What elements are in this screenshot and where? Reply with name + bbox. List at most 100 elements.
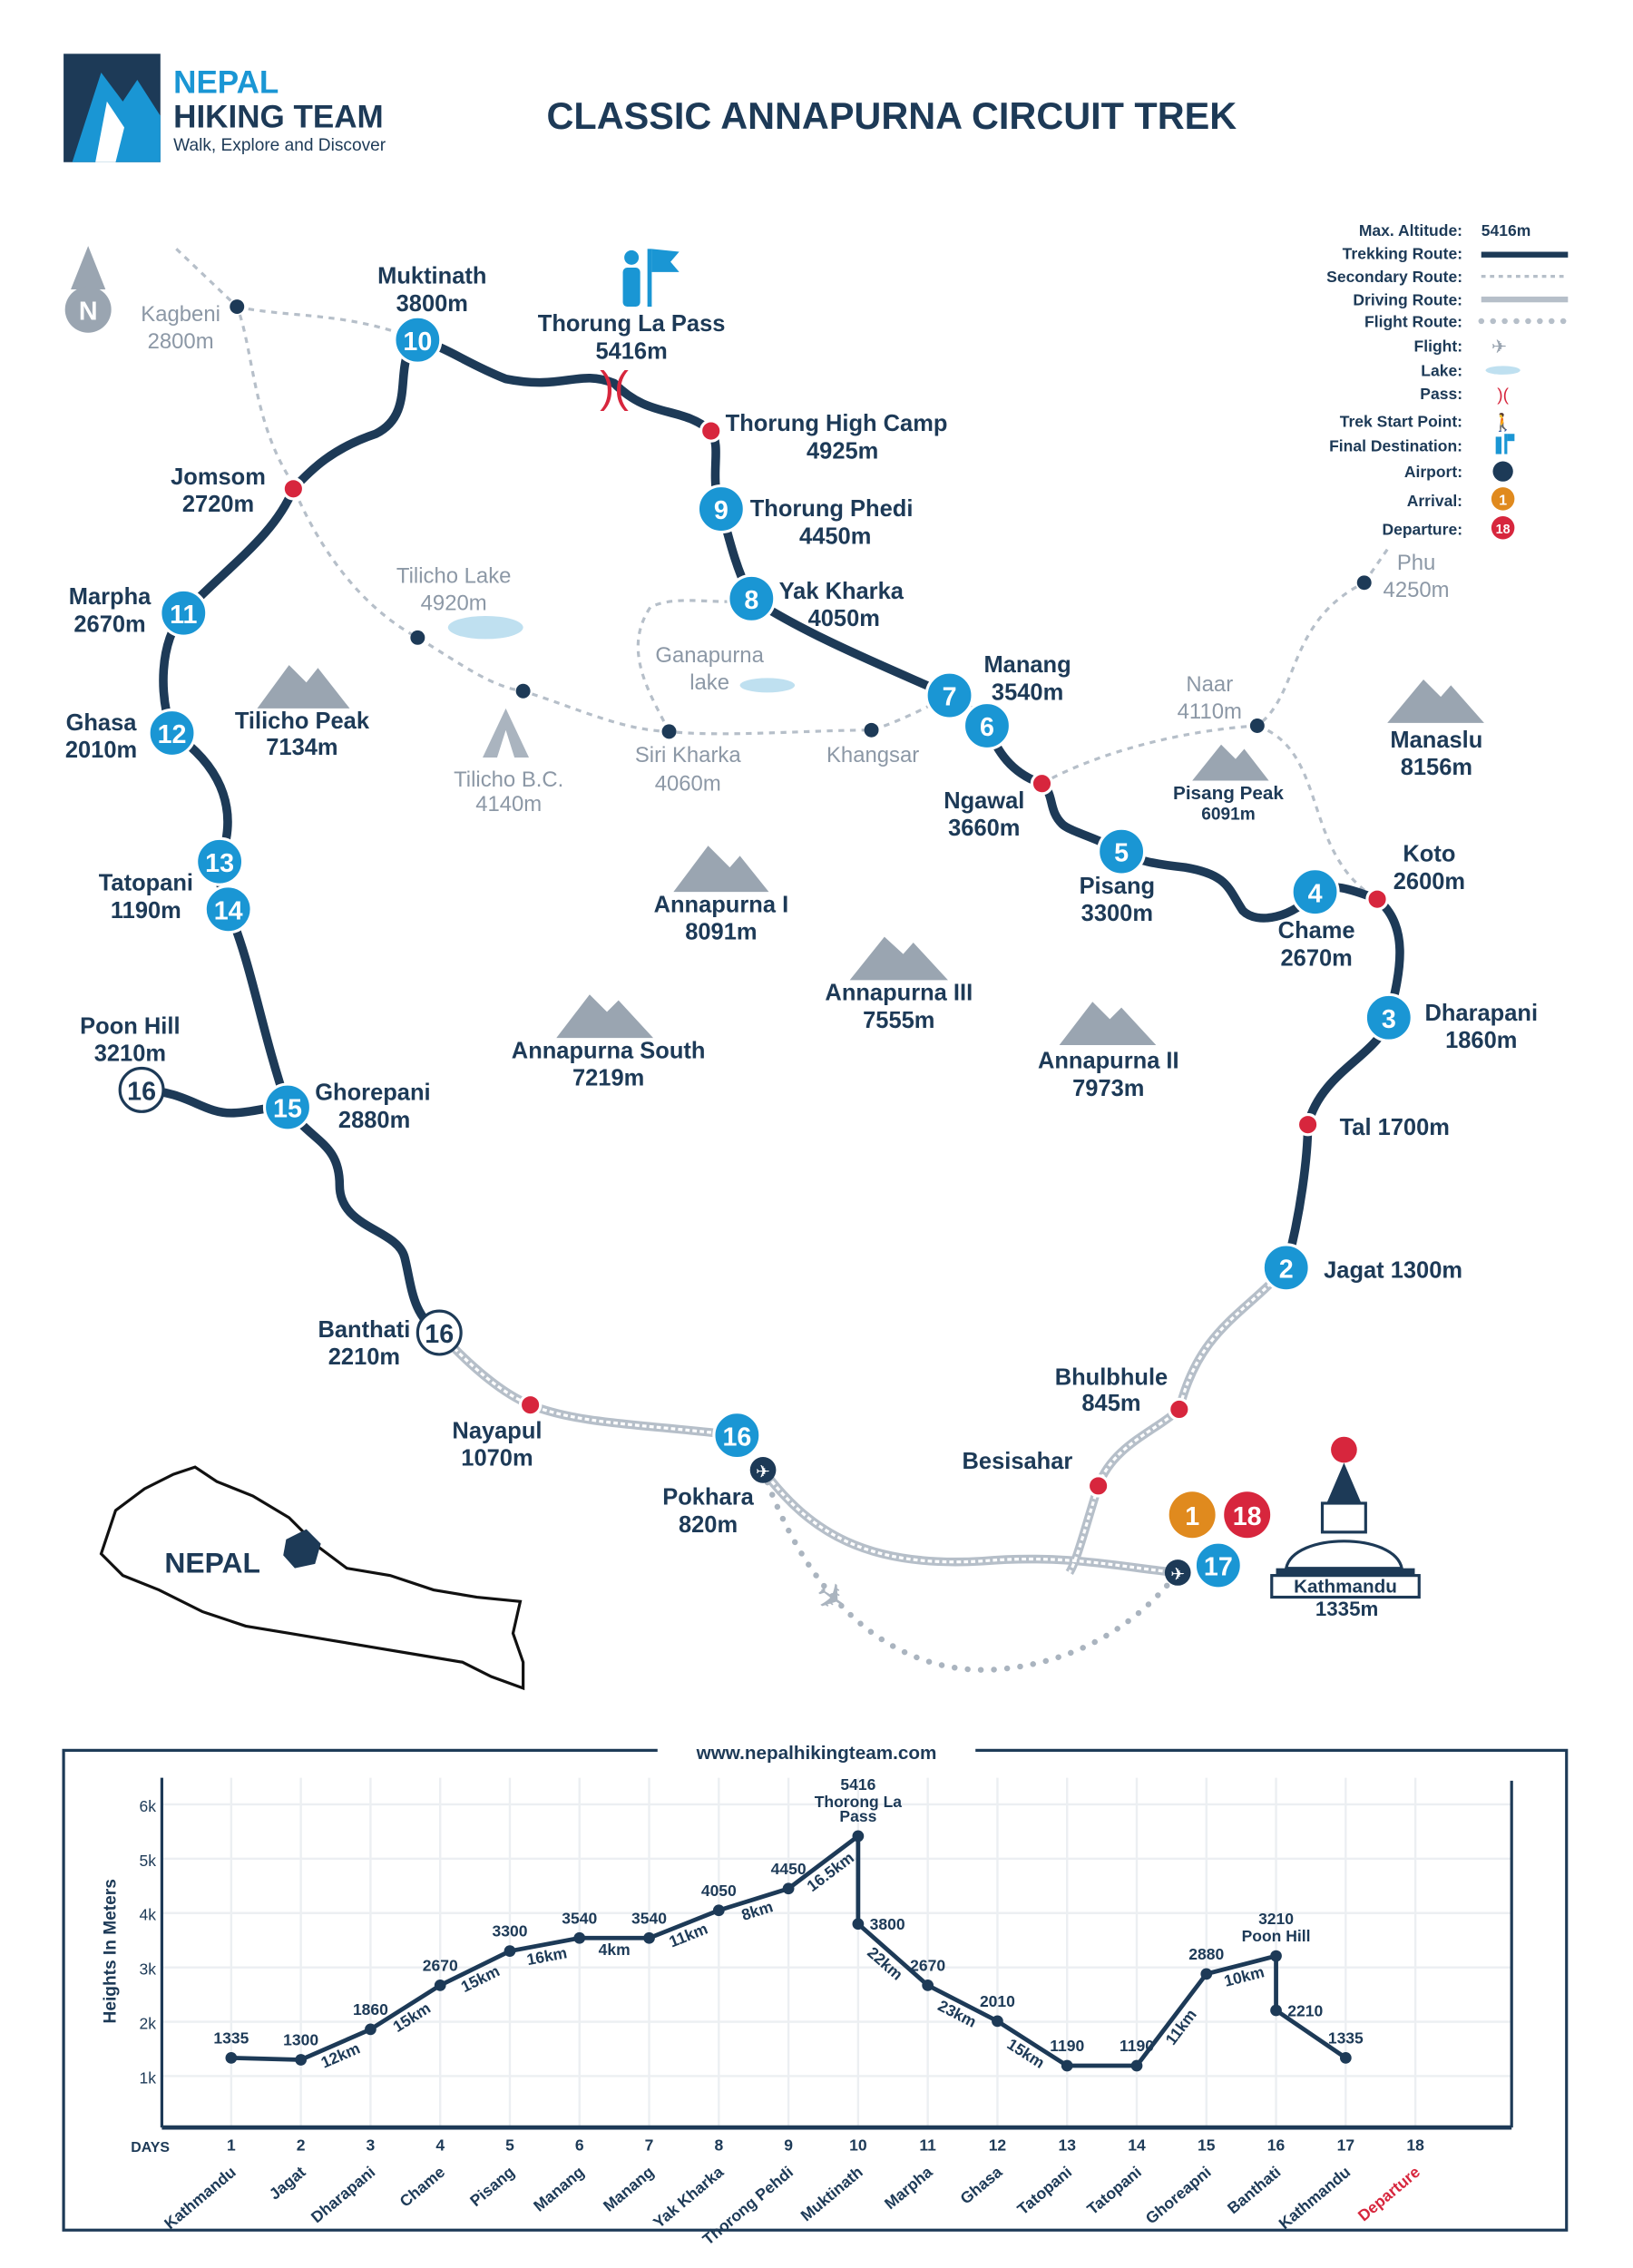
day-marker: 16 [416, 1309, 463, 1356]
mountain-icon [1059, 1002, 1157, 1046]
svg-text:10: 10 [403, 327, 432, 357]
svg-text:Ghasa: Ghasa [66, 710, 138, 736]
x-tick-label: 1 [227, 2136, 236, 2155]
day-marker: 10 [393, 315, 443, 365]
svg-text:4050m: 4050m [808, 606, 880, 631]
final-destination-icon [1495, 434, 1515, 455]
elevation-point [504, 1945, 516, 1958]
svg-text:Ghorepani: Ghorepani [315, 1080, 430, 1106]
point-label: 2010 [980, 1992, 1015, 2010]
svg-text:Departure:: Departure: [1382, 521, 1462, 539]
svg-text:Ngawal: Ngawal [944, 788, 1024, 814]
x-place-label: Tatopani [1083, 2163, 1145, 2218]
svg-text:Naar: Naar [1186, 672, 1233, 697]
svg-text:Poon Hill: Poon Hill [80, 1013, 180, 1039]
airport-icon: ✈ [749, 1457, 777, 1483]
point-label: 3540 [631, 1909, 667, 1927]
svg-text:15: 15 [273, 1095, 302, 1124]
x-tick-label: 18 [1406, 2136, 1424, 2155]
svg-text:2670m: 2670m [73, 611, 145, 637]
day-marker: 7 [924, 670, 974, 720]
x-tick-label: 14 [1128, 2136, 1146, 2155]
point-label: 1335 [1328, 2028, 1364, 2047]
point-note: Poon Hill [1242, 1927, 1311, 1945]
svg-text:Khangsar: Khangsar [826, 743, 919, 767]
point-label: 1300 [283, 2031, 318, 2049]
svg-text:6: 6 [980, 713, 994, 742]
svg-text:3540m: 3540m [992, 679, 1063, 705]
day-marker: 3 [1364, 992, 1413, 1042]
x-place-label: Chame [396, 2163, 449, 2211]
x-tick-label: 17 [1337, 2136, 1354, 2155]
svg-text:17: 17 [1204, 1553, 1233, 1582]
svg-text:1: 1 [1185, 1502, 1199, 1531]
elevation-point [434, 1980, 446, 1991]
trekking-route [159, 335, 1404, 1337]
chart-title: www.nepalhikingteam.com [696, 1743, 937, 1764]
mountain-icon [257, 665, 350, 709]
x-tick-label: 11 [919, 2136, 936, 2155]
svg-text:✈: ✈ [1170, 1565, 1185, 1584]
svg-text:14: 14 [214, 896, 243, 925]
svg-text:Phu: Phu [1397, 551, 1435, 575]
elevation-point [852, 1918, 865, 1931]
x-place-label: Muktinath [797, 2163, 866, 2224]
x-tick-label: 2 [297, 2136, 306, 2155]
svg-text:Airport:: Airport: [1404, 463, 1462, 481]
inset-country-label: NEPAL [164, 1546, 260, 1579]
svg-text:Ganapurna: Ganapurna [655, 643, 764, 668]
departure-icon [1491, 516, 1515, 540]
svg-text:Banthati: Banthati [318, 1317, 410, 1343]
elevation-point [1270, 1950, 1282, 1962]
svg-text:Thorung Phedi: Thorung Phedi [750, 496, 914, 522]
kathmandu-label: Kathmandu [1294, 1577, 1397, 1598]
svg-text:820m: 820m [679, 1512, 738, 1538]
x-tick-label: 4 [435, 2136, 445, 2155]
x-place-label: Kathmandu [161, 2163, 240, 2233]
x-tick-label: 10 [849, 2136, 867, 2155]
x-tick-label: 6 [575, 2136, 584, 2155]
point-note: Thorong La [815, 1793, 903, 1811]
svg-text:Chame: Chame [1278, 918, 1355, 943]
svg-text:9: 9 [714, 496, 728, 525]
legend: Max. Altitude: 5416m Trekking Route: Sec… [1326, 221, 1571, 540]
y-tick-label: 1k [140, 2068, 157, 2087]
svg-text:Max. Altitude:: Max. Altitude: [1359, 221, 1462, 240]
mountain-icon [1192, 744, 1269, 781]
tilicho-lake [447, 615, 523, 640]
final-destination-icon [622, 249, 680, 308]
svg-text:4110m: 4110m [1178, 699, 1242, 724]
svg-text:8156m: 8156m [1401, 755, 1472, 780]
svg-text:Flight Route:: Flight Route: [1364, 312, 1462, 330]
day-marker: 8 [727, 573, 777, 623]
arrival-icon-number: 1 [1499, 493, 1507, 508]
day-marker: 13 [195, 836, 245, 886]
svg-text:1860m: 1860m [1445, 1028, 1517, 1053]
x-tick-label: 12 [989, 2136, 1007, 2155]
point-label: 5416 [840, 1775, 875, 1794]
svg-text:Manaslu: Manaslu [1390, 728, 1482, 753]
svg-text:3800m: 3800m [396, 291, 468, 317]
x-place-label: Marpha [881, 2163, 936, 2214]
mountain-icon [556, 994, 653, 1039]
day-marker: 15 [262, 1082, 313, 1132]
svg-text:Annapurna I: Annapurna I [654, 892, 789, 917]
svg-text:Koto: Koto [1403, 842, 1455, 867]
x-place-label: Departure [1354, 2163, 1423, 2225]
tent-icon [483, 708, 530, 758]
svg-text:Yak Kharka: Yak Kharka [779, 579, 905, 604]
svg-text:4925m: 4925m [807, 438, 878, 464]
driving-routes [435, 1265, 1290, 1578]
y-tick-label: 4k [140, 1906, 157, 1924]
elevation-point [365, 2023, 376, 2036]
x-place-label: Pisang [466, 2163, 518, 2210]
svg-text:7973m: 7973m [1072, 1076, 1144, 1101]
point-label: 2880 [1188, 1945, 1224, 1963]
point-label: 1335 [213, 2028, 249, 2047]
svg-text:Pass:: Pass: [1420, 385, 1462, 403]
airport-icon [1492, 461, 1513, 482]
svg-text:Jomsom: Jomsom [171, 464, 266, 490]
svg-text:18: 18 [1233, 1502, 1262, 1531]
elevation-point [782, 1882, 795, 1895]
